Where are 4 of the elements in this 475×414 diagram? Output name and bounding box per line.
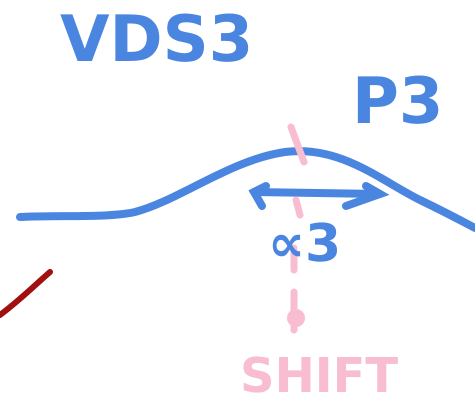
shift-label: SHIFT xyxy=(240,352,398,400)
width-label: ∝3 xyxy=(268,218,342,270)
axis-label: VDS3 xyxy=(60,8,254,72)
peak-label: P3 xyxy=(352,70,444,134)
